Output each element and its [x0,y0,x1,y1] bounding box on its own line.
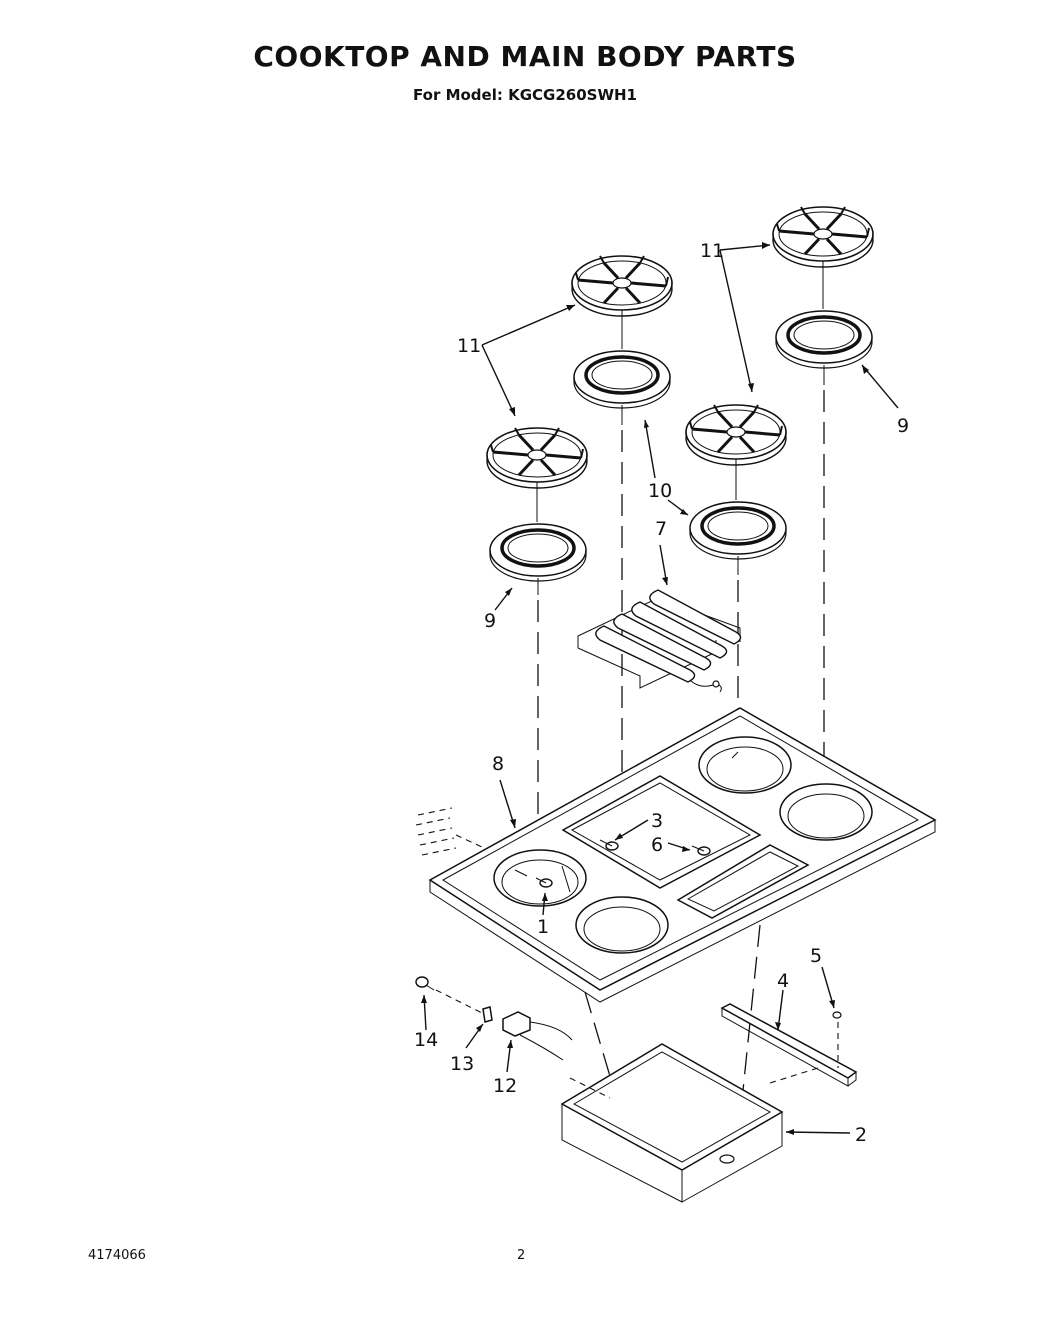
callout-1: 1 [537,916,549,938]
callout-9-right: 9 [897,415,909,437]
callout-13: 13 [450,1053,474,1075]
callout-14: 14 [414,1029,438,1051]
page-title: COOKTOP AND MAIN BODY PARTS [253,40,797,73]
drip-ring-right [774,309,874,370]
control-panel-hint [415,807,485,856]
callout-6: 6 [651,834,663,856]
leader-lines [421,242,899,1135]
drip-ring-left [488,522,588,583]
model-subtitle: For Model: KGCG260SWH1 [413,86,637,104]
callout-12: 12 [493,1075,517,1097]
grate-top-right [771,205,875,269]
callout-2: 2 [855,1124,867,1146]
heating-element [577,589,742,693]
document-number: 4174066 [88,1248,146,1263]
callout-11-right: 11 [700,240,724,262]
storage-drawer [560,1043,784,1203]
grate-left [485,426,589,490]
callout-7: 7 [655,518,667,540]
callout-4: 4 [777,970,789,992]
support-rail [720,1003,858,1087]
terminal-parts [415,976,573,1061]
callout-9-left: 9 [484,610,496,632]
drip-ring-top-center [572,349,672,410]
page-number: 2 [517,1248,526,1263]
grate-center-right [684,403,788,467]
callout-11-left: 11 [457,335,481,357]
cooktop-main-body [428,707,937,1003]
callout-3: 3 [651,810,663,832]
callout-8: 8 [492,753,504,775]
grate-top-center [570,254,674,318]
callout-10: 10 [648,480,672,502]
callout-5: 5 [810,945,822,967]
drip-ring-center-right [688,500,788,561]
